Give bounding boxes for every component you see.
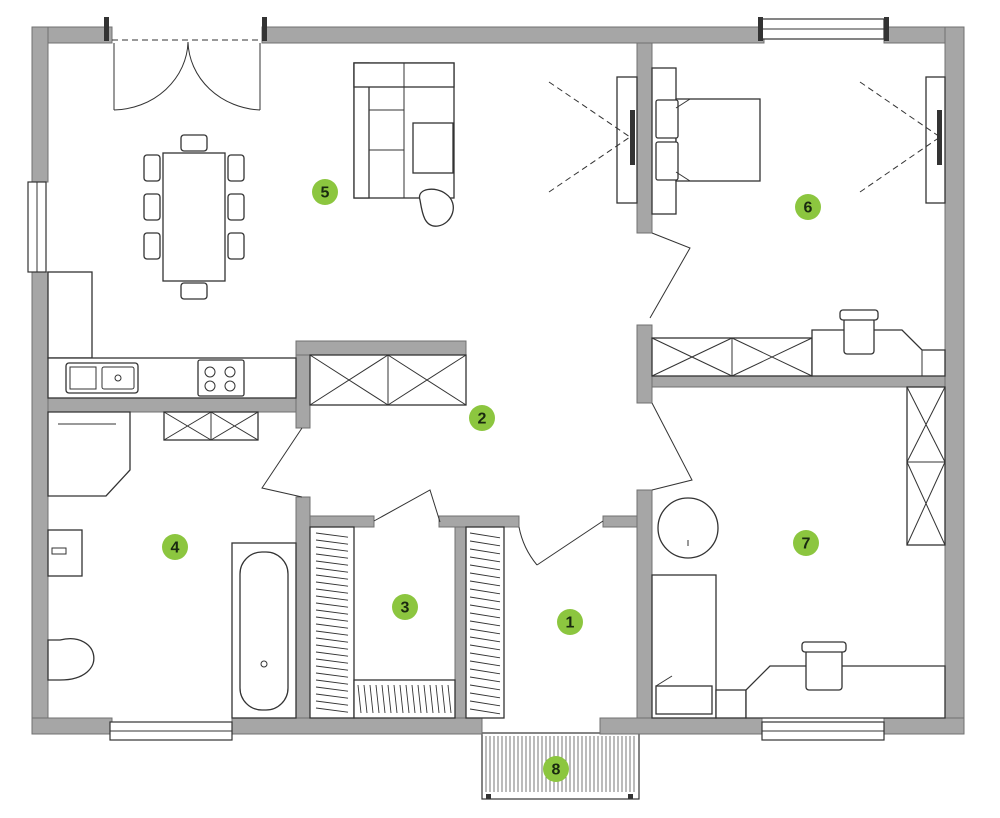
room-marker-circle	[469, 405, 495, 431]
round-rug	[657, 497, 719, 559]
room-marker-3: 3	[392, 594, 418, 620]
kids-desk	[745, 641, 946, 719]
bed	[651, 67, 761, 215]
room-marker-8: 8	[543, 756, 569, 782]
walls	[31, 26, 965, 735]
room-number: 5	[321, 185, 330, 202]
room-number: 2	[478, 411, 487, 428]
windows	[27, 17, 889, 741]
room-marker-2: 2	[469, 405, 495, 431]
walk-in-closet	[309, 526, 505, 719]
room-number: 1	[566, 615, 575, 632]
room-marker-circle	[557, 609, 583, 635]
sofa	[353, 62, 455, 227]
room-marker-7: 7	[793, 530, 819, 556]
kitchen-counter	[47, 271, 297, 399]
room-number: 8	[552, 762, 561, 779]
single-bed	[651, 574, 747, 719]
kids-wardrobe	[906, 386, 946, 546]
room-number: 6	[804, 200, 813, 217]
bedroom-wardrobe-desk	[651, 309, 946, 377]
dining-set	[143, 134, 245, 300]
room-marker-5: 5	[312, 179, 338, 205]
room-markers: 1 2 3 4 5 6 7 8	[162, 179, 821, 782]
room-number: 3	[401, 600, 410, 617]
hall-wardrobe	[309, 354, 467, 406]
room-marker-circle	[162, 534, 188, 560]
room-marker-circle	[793, 530, 819, 556]
room-marker-4: 4	[162, 534, 188, 560]
bathroom-fixtures	[47, 411, 297, 719]
room-number: 7	[802, 536, 811, 553]
room-marker-6: 6	[795, 194, 821, 220]
tv-unit-living	[548, 76, 638, 204]
room-number: 4	[171, 540, 180, 557]
room-marker-circle	[312, 179, 338, 205]
room-marker-circle	[392, 594, 418, 620]
room-marker-circle	[543, 756, 569, 782]
room-marker-1: 1	[557, 609, 583, 635]
doors	[112, 39, 693, 566]
tv-unit-bedroom	[859, 76, 946, 204]
room-marker-circle	[795, 194, 821, 220]
